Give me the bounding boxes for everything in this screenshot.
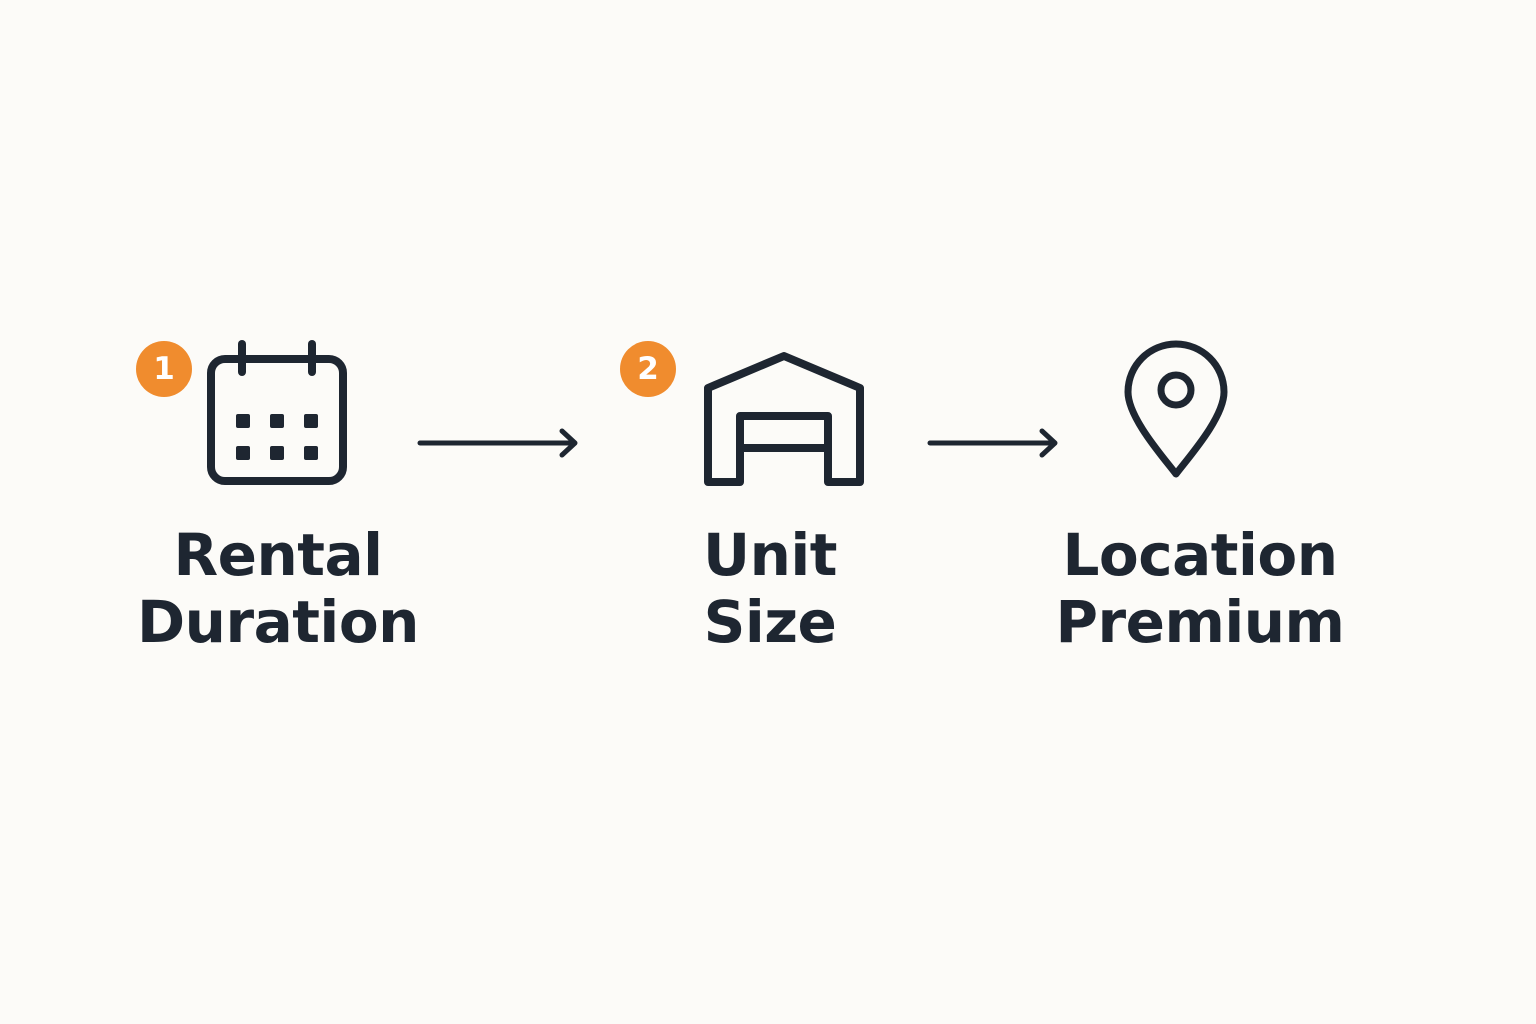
step-2-label-line-1: Unit [703, 521, 838, 589]
calendar-icon [204, 340, 350, 490]
arrow-right-icon [927, 426, 1060, 460]
garage-icon [700, 350, 868, 490]
step-2-label: Unit Size [620, 522, 920, 656]
step-1-label: Rental Duration [128, 522, 428, 656]
step-3-label-line-1: Location [1062, 521, 1338, 589]
arrow-right-icon [417, 426, 580, 460]
step-1-label-line-1: Rental [173, 521, 383, 589]
step-2-badge: 2 [620, 341, 676, 397]
location-pin-icon [1124, 340, 1228, 480]
step-1-label-line-2: Duration [137, 588, 419, 656]
step-1-badge: 1 [136, 341, 192, 397]
step-3-label-line-2: Premium [1055, 588, 1346, 656]
step-3-label: Location Premium [1040, 522, 1360, 656]
step-2-label-line-2: Size [703, 588, 837, 656]
